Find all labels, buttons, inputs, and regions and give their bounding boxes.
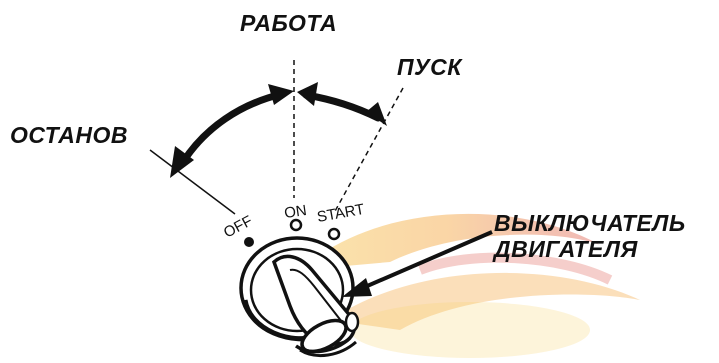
off-on-rotation-arrow (170, 84, 294, 178)
switch-pointer-arrow (342, 230, 493, 297)
label-stop: ОСТАНОВ (10, 122, 129, 148)
label-start: ПУСК (397, 54, 462, 80)
off-indicator-dot (244, 237, 254, 247)
dial-mark-on: ON (283, 202, 308, 222)
label-run: РАБОТА (240, 10, 338, 36)
label-engine-switch-line1: ВЫКЛЮЧАТЕЛЬ (494, 210, 686, 236)
label-engine-switch-line2: ДВИГАТЕЛЯ (494, 236, 638, 263)
off-position-guide-line (149, 149, 236, 215)
dial-mark-start: START (316, 201, 366, 226)
start-position-guide-line (333, 87, 404, 214)
start-indicator-ring (327, 227, 341, 241)
watermark-logo (300, 213, 640, 358)
key-lever (271, 254, 357, 357)
on-start-rotation-arrow (297, 82, 387, 126)
on-indicator-ring (289, 218, 303, 232)
ignition-switch-knob (239, 236, 360, 357)
label-engine-switch: ВЫКЛЮЧАТЕЛЬ ДВИГАТЕЛЯ (494, 210, 686, 263)
